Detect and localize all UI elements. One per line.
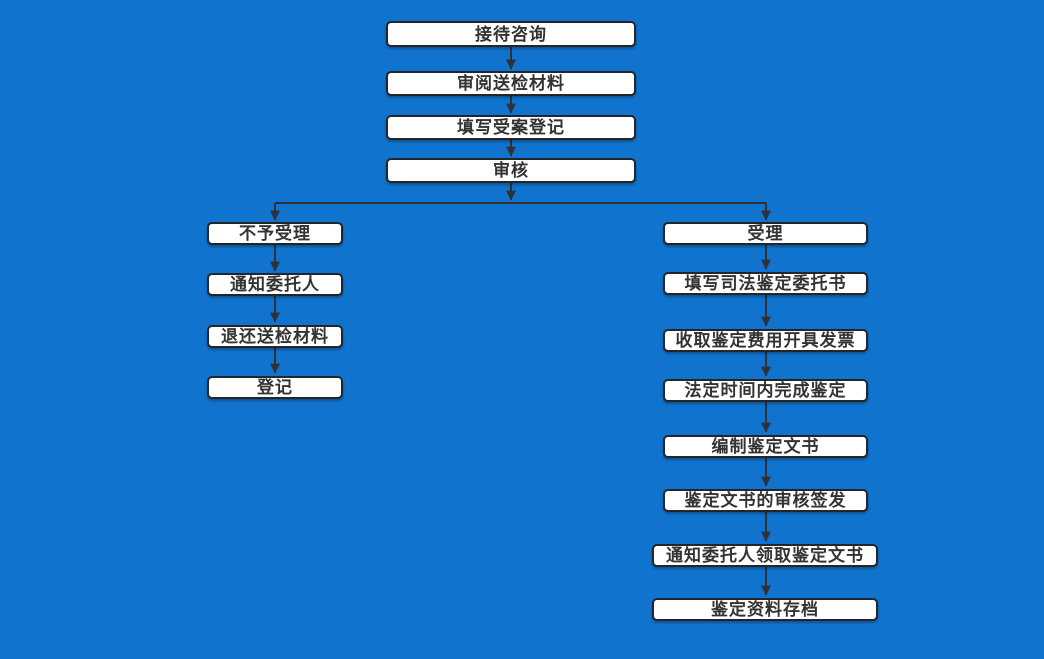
flow-node-compile-document: 编制鉴定文书 bbox=[663, 435, 868, 458]
flow-node-not-accepted: 不予受理 bbox=[207, 222, 343, 245]
flow-node-register: 登记 bbox=[207, 376, 343, 399]
flow-node-archive-materials: 鉴定资料存档 bbox=[652, 598, 878, 621]
flow-node-notify-client: 通知委托人 bbox=[207, 273, 343, 296]
flow-node-reception: 接待咨询 bbox=[386, 21, 636, 47]
flow-node-notify-collect-document: 通知委托人领取鉴定文书 bbox=[652, 544, 878, 567]
flow-node-case-registration: 填写受案登记 bbox=[386, 115, 636, 140]
flow-node-commission-letter: 填写司法鉴定委托书 bbox=[663, 272, 868, 295]
flow-node-complete-within-legal-time: 法定时间内完成鉴定 bbox=[663, 379, 868, 402]
flow-node-audit: 审核 bbox=[386, 158, 636, 183]
flow-node-review-materials: 审阅送检材料 bbox=[386, 71, 636, 96]
flow-node-return-materials: 退还送检材料 bbox=[207, 325, 343, 348]
flow-node-accepted: 受理 bbox=[663, 222, 868, 245]
flow-node-review-sign-document: 鉴定文书的审核签发 bbox=[663, 489, 868, 512]
flow-node-collect-fee-invoice: 收取鉴定费用开具发票 bbox=[663, 329, 868, 352]
